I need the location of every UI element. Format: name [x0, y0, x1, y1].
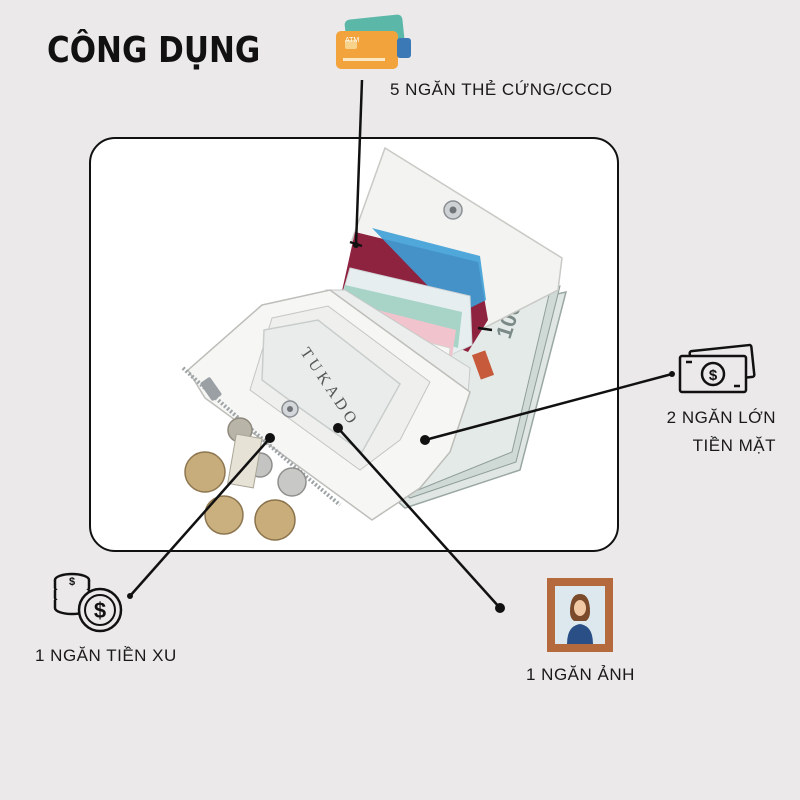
svg-text:$: $ — [709, 367, 718, 384]
photo-connector — [337, 427, 501, 609]
coins-connector — [129, 437, 271, 597]
coins-feature-label: 1 NGĂN TIỀN XU — [35, 646, 177, 665]
coins — [184, 417, 307, 541]
cards-feature-label: 5 NGĂN THẺ CỨNG/CCCD — [390, 80, 613, 99]
connector-lines — [129, 79, 673, 609]
wallet-illustration: 100 100 TUKADO — [181, 146, 568, 541]
cash-feature-label: 2 NGĂN LỚN TIỀN MẶT — [667, 404, 776, 460]
bank-cards-icon: ATM — [336, 14, 411, 69]
page-title: CÔNG DỤNG — [47, 30, 261, 71]
cash-feature-line-1: 2 NGĂN LỚN — [666, 408, 776, 427]
photo-feature-label: 1 NGĂN ẢNH — [526, 665, 635, 684]
coin-stack-icon: $ $ — [53, 572, 123, 633]
portrait-photo-icon — [547, 578, 613, 652]
cards-connector — [354, 79, 364, 246]
cash-feature-line-2: TIỀN MẶT — [692, 436, 776, 455]
svg-text:$: $ — [94, 598, 106, 623]
banknotes-icon: $ — [678, 343, 756, 394]
cash-connector — [424, 372, 673, 442]
svg-text:$: $ — [69, 576, 75, 588]
connector-dots — [127, 242, 675, 613]
wallet-body: TUKADO — [181, 289, 471, 521]
card-label: ATM — [345, 37, 359, 44]
